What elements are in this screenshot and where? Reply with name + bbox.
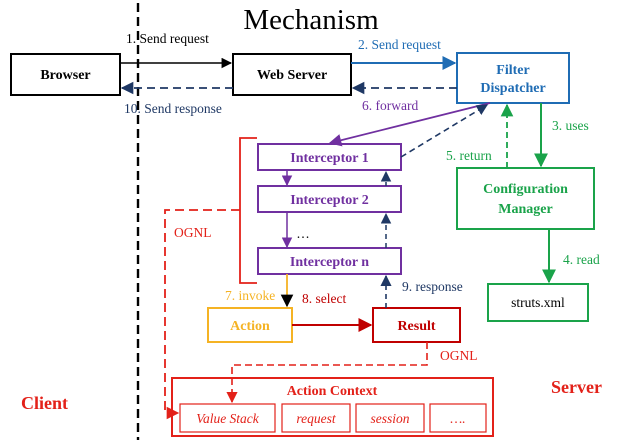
result-node: Result xyxy=(372,307,461,343)
interceptor-2-node: Interceptor 2 xyxy=(257,185,402,213)
session-box: session xyxy=(355,403,425,433)
interceptor-n-node: Interceptor n xyxy=(257,247,402,275)
interceptor-1-label: Interceptor 1 xyxy=(290,151,368,166)
result-label: Result xyxy=(397,319,435,334)
configuration-manager-label-line1: Configuration xyxy=(483,182,568,197)
browser-label: Browser xyxy=(40,68,90,83)
ognl-right-connector xyxy=(226,342,428,404)
edge-send-request-2-label: 2. Send request xyxy=(358,37,441,52)
filter-dispatcher-label-line1: Filter xyxy=(496,63,529,78)
action-node: Action xyxy=(207,307,293,343)
edge-send-request-1-label: 1. Send request xyxy=(126,31,209,46)
action-context-title: Action Context xyxy=(287,384,378,399)
struts-xml-node: struts.xml xyxy=(487,283,589,322)
session-label: session xyxy=(370,411,409,426)
edge-send-response-label: 10. Send response xyxy=(124,101,222,116)
edge-return-label: 5. return xyxy=(446,148,492,163)
ognl-left-connector xyxy=(164,209,240,420)
interceptor-1-node: Interceptor 1 xyxy=(257,143,402,171)
filter-dispatcher-node: Filter Dispatcher xyxy=(456,52,570,104)
ognl-right-label: OGNL xyxy=(440,348,478,363)
client-zone-label: Client xyxy=(21,393,68,413)
edge-read-label: 4. read xyxy=(563,252,600,267)
request-box: request xyxy=(281,403,351,433)
edge-response-label: 9. response xyxy=(402,279,463,294)
value-stack-label: Value Stack xyxy=(196,411,260,426)
ognl-left-label: OGNL xyxy=(174,225,212,240)
configuration-manager-node: Configuration Manager xyxy=(456,167,595,230)
request-label: request xyxy=(296,411,336,426)
browser-node: Browser xyxy=(10,53,121,96)
action-label: Action xyxy=(230,319,270,334)
edge-interceptor1-to-dispatcher xyxy=(400,104,488,158)
interceptor-ellipsis: … xyxy=(296,226,310,241)
struts-xml-label: struts.xml xyxy=(511,295,565,310)
edge-uses-label: 3. uses xyxy=(552,118,589,133)
interceptor-2-label: Interceptor 2 xyxy=(290,193,368,208)
web-server-label: Web Server xyxy=(257,68,327,83)
web-server-node: Web Server xyxy=(232,53,352,96)
configuration-manager-label-line2: Manager xyxy=(498,202,552,217)
filter-dispatcher-label-line2: Dispatcher xyxy=(480,81,545,96)
action-context-node: Action Context Value Stack request sessi… xyxy=(171,377,494,437)
diagram-title: Mechanism xyxy=(243,4,379,36)
value-stack-box: Value Stack xyxy=(179,403,276,433)
edge-forward xyxy=(328,102,491,147)
more-items-box: …. xyxy=(429,403,487,433)
server-zone-label: Server xyxy=(551,377,602,397)
edge-invoke-label: 7. invoke xyxy=(225,288,275,303)
interceptor-bracket xyxy=(239,137,257,284)
interceptor-n-label: Interceptor n xyxy=(290,255,369,270)
edge-forward-label: 6. forward xyxy=(362,98,418,113)
edge-select-label: 8. select xyxy=(302,291,346,306)
more-items-label: …. xyxy=(450,411,465,426)
